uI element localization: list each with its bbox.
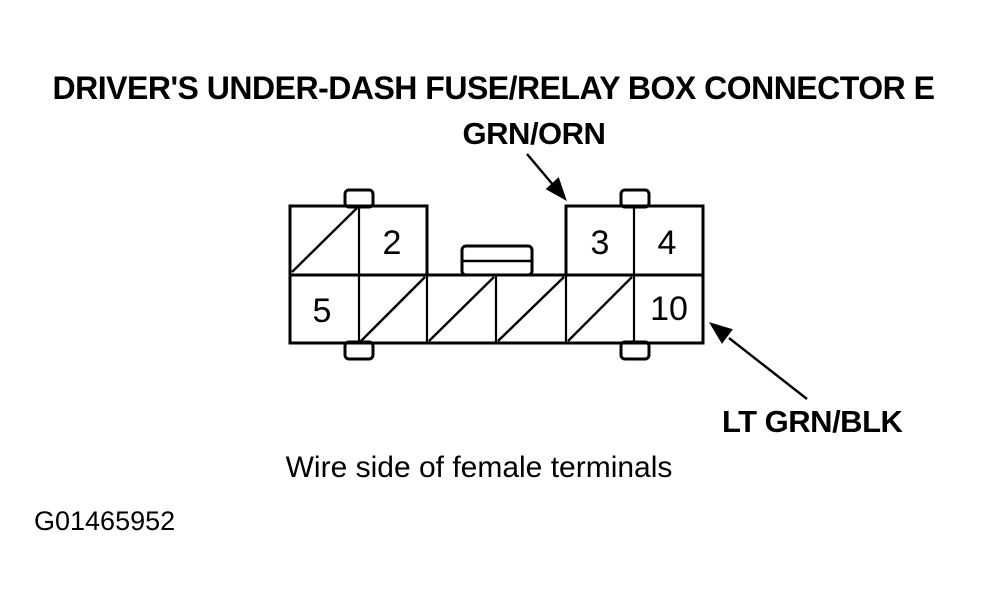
tab-bottom-left [343,340,375,361]
view-caption: Wire side of female terminals [285,451,673,484]
pin-numbers: 2 3 4 5 10 [313,224,688,330]
lt-grn-blk-arrow-line [728,337,808,400]
grn-orn-arrow [526,153,567,202]
crossed-cell-marks [291,207,633,342]
lt-grn-blk-arrow [708,322,808,400]
tab-top-right [619,188,651,209]
crossed-cell-bottom-4 [567,276,633,342]
crossed-cell-top-left [291,207,358,273]
lt-grn-blk-arrowhead [708,322,733,344]
crossed-cell-bottom-2 [428,276,495,342]
pin-2-label: 2 [383,224,402,262]
annotation-arrows [526,153,808,400]
wire-color-label-top: GRN/ORN [462,116,606,151]
crossed-cell-bottom-3 [497,276,565,342]
grn-orn-arrow-line [526,153,555,187]
tab-bottom-right [619,340,651,361]
page-title: DRIVER'S UNDER-DASH FUSE/RELAY BOX CONNE… [52,70,935,106]
tab-top-left [343,188,375,209]
figure-id: G01465952 [34,506,176,536]
pin-3-label: 3 [591,224,610,262]
grn-orn-arrowhead [545,177,567,202]
crossed-cell-bottom-1 [360,276,426,342]
pin-10-label: 10 [650,290,688,328]
pin-5-label: 5 [313,292,332,330]
pin-4-label: 4 [658,224,677,262]
wire-color-label-bottom: LT GRN/BLK [722,404,903,439]
cell-dividers [357,206,636,343]
